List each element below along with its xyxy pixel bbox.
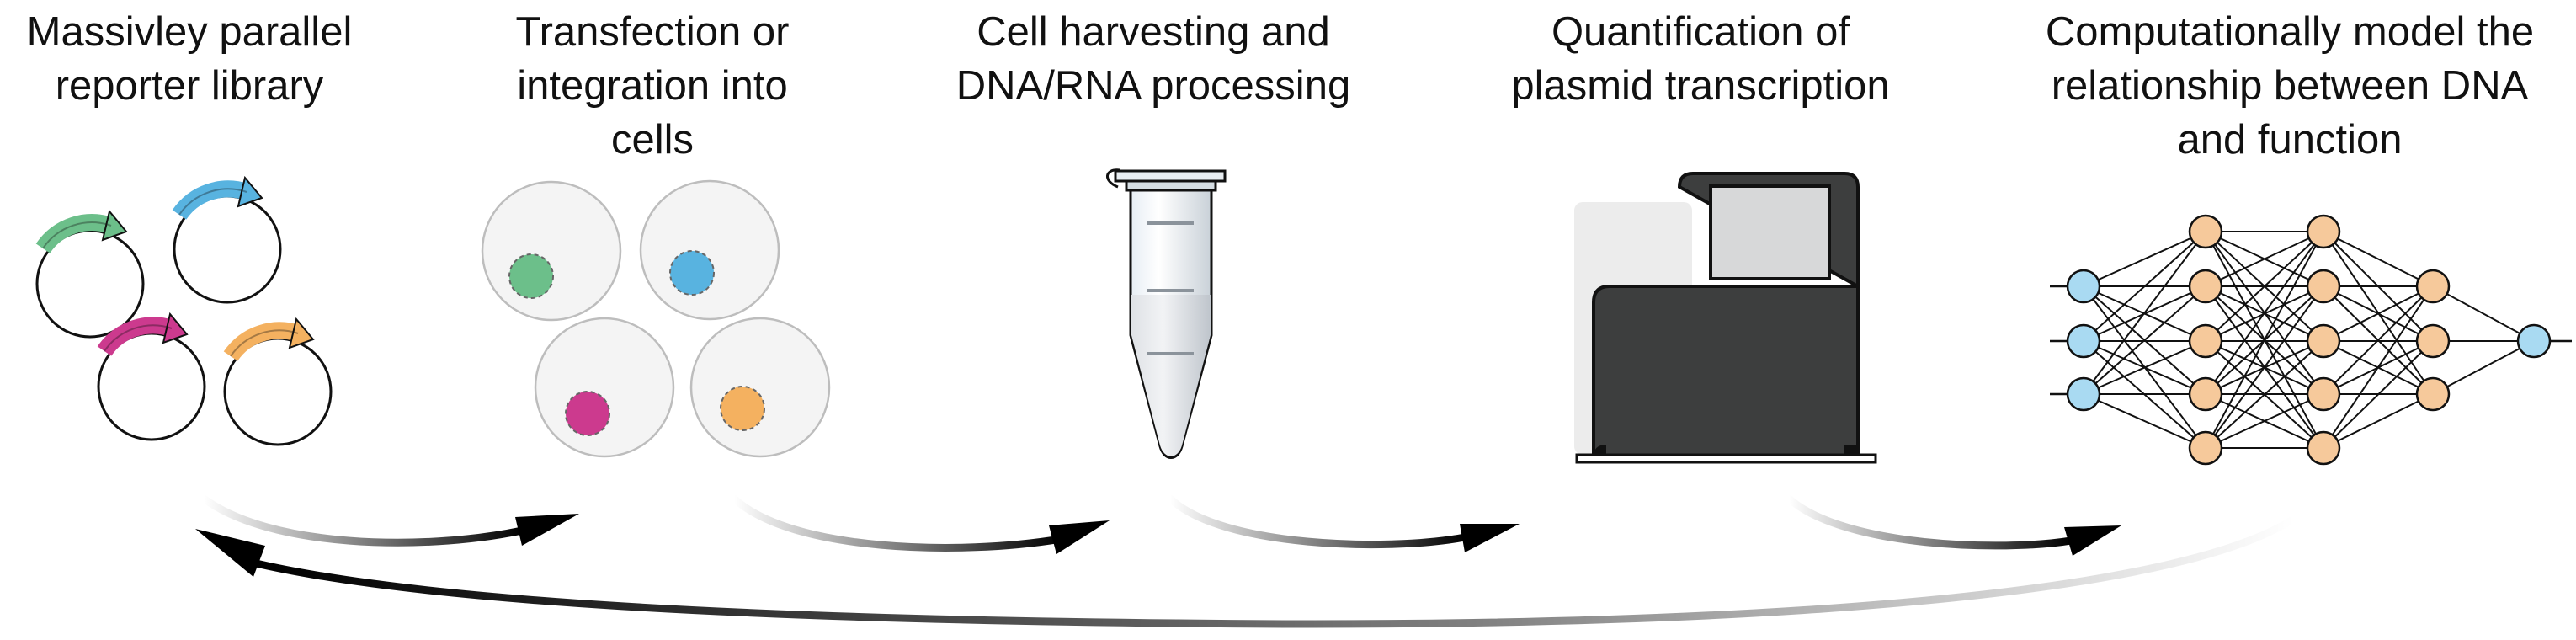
hidden-node [2188, 323, 2223, 359]
network-edge [2083, 231, 2206, 287]
arrow-3-head [1460, 524, 1520, 552]
arrow-2 [730, 494, 1110, 554]
network-edge [2205, 231, 2324, 287]
step-5-title-line-3: and function [2177, 117, 2403, 163]
hidden-node [2306, 430, 2341, 466]
cell-icon [689, 317, 831, 458]
network-edge [2083, 340, 2206, 395]
network-edge [2432, 340, 2535, 395]
arrow-3 [1166, 494, 1520, 552]
arrow-4-head [2064, 525, 2121, 556]
network-edge [2083, 393, 2206, 449]
cell-icon [639, 179, 780, 321]
neural-network-icon [2050, 214, 2572, 466]
plasmid-icon [172, 175, 282, 304]
step-1-title-line-1: Massivley parallel [26, 9, 353, 55]
step-3-title-line-1: Cell harvesting and [977, 9, 1330, 55]
arrow-return-head [195, 529, 265, 577]
hidden-node [2188, 430, 2223, 466]
network-edge [2323, 393, 2434, 449]
network-edge [2205, 340, 2324, 449]
network-edge [2083, 285, 2206, 395]
network-edge [2323, 285, 2434, 342]
output-node [2516, 323, 2552, 359]
step-2-title-line-3: cells [610, 117, 695, 163]
hidden-node [2306, 376, 2341, 412]
plasmid-icon [97, 312, 206, 441]
step-5-title: Computationally model the relationship b… [2004, 5, 2576, 167]
network-edge [2323, 340, 2434, 449]
network-edge [2205, 285, 2324, 449]
plasmid-icon [223, 317, 333, 446]
sequencer-icon [1574, 172, 1877, 464]
hidden-node [2188, 376, 2223, 412]
arrow-return [195, 515, 2298, 628]
network-edge [2205, 231, 2324, 342]
microtube-icon [1106, 168, 1227, 459]
arrow-1-head [515, 514, 579, 546]
curved-arrow-icon [248, 515, 2298, 628]
network-edge [2205, 231, 2324, 449]
arrow-2-head [1049, 520, 1110, 554]
step-4-title-line-2: plasmid transcription [1511, 63, 1890, 109]
step-2-title-line-2: integration into [517, 63, 788, 109]
network-edge [2323, 285, 2434, 449]
curved-arrow-icon [200, 494, 526, 547]
input-node [2066, 376, 2101, 412]
hidden-node [2188, 214, 2223, 249]
step-1-title: Massivley parallel reporter library [0, 5, 379, 113]
step-5-title-line-2: relationship between DNA [2051, 63, 2529, 109]
cell-group [481, 179, 831, 458]
step-5-title-line-1: Computationally model the [2045, 9, 2535, 55]
cell-icon [481, 180, 622, 322]
hidden-node [2415, 269, 2451, 304]
network-edge [2205, 393, 2324, 449]
input-node [2066, 269, 2101, 304]
network-edges [2050, 231, 2572, 449]
hidden-node [2306, 323, 2341, 359]
network-edge [2432, 285, 2535, 342]
hidden-node [2306, 269, 2341, 304]
step-2-title-line-1: Transfection or [515, 9, 790, 55]
step-1-title-line-2: reporter library [55, 63, 324, 109]
curved-arrow-icon [1785, 494, 2075, 550]
plasmid-icon [35, 209, 145, 339]
hidden-node [2188, 269, 2223, 304]
hidden-node [2415, 376, 2451, 412]
network-edge [2205, 231, 2324, 395]
step-2-title: Transfection or integration into cells [463, 5, 842, 167]
step-3-title: Cell harvesting and DNA/RNA processing [926, 5, 1381, 113]
network-edge [2083, 231, 2206, 395]
step-3-title-line-2: DNA/RNA processing [955, 63, 1351, 109]
arrow-1 [200, 494, 579, 547]
network-edge [2323, 285, 2434, 395]
curved-arrow-icon [1166, 494, 1469, 549]
network-nodes [2066, 214, 2552, 466]
input-node [2066, 323, 2101, 359]
hidden-node [2306, 214, 2341, 249]
hidden-node [2415, 323, 2451, 359]
cell-icon [534, 317, 675, 458]
arrow-4 [1785, 494, 2121, 556]
curved-arrow-icon [730, 494, 1065, 552]
step-4-title-line-1: Quantification of [1551, 9, 1850, 55]
network-edge [2323, 231, 2434, 287]
network-edge [2083, 231, 2206, 342]
plasmid-library [35, 175, 333, 446]
step-4-title: Quantification of plasmid transcription [1482, 5, 1919, 113]
